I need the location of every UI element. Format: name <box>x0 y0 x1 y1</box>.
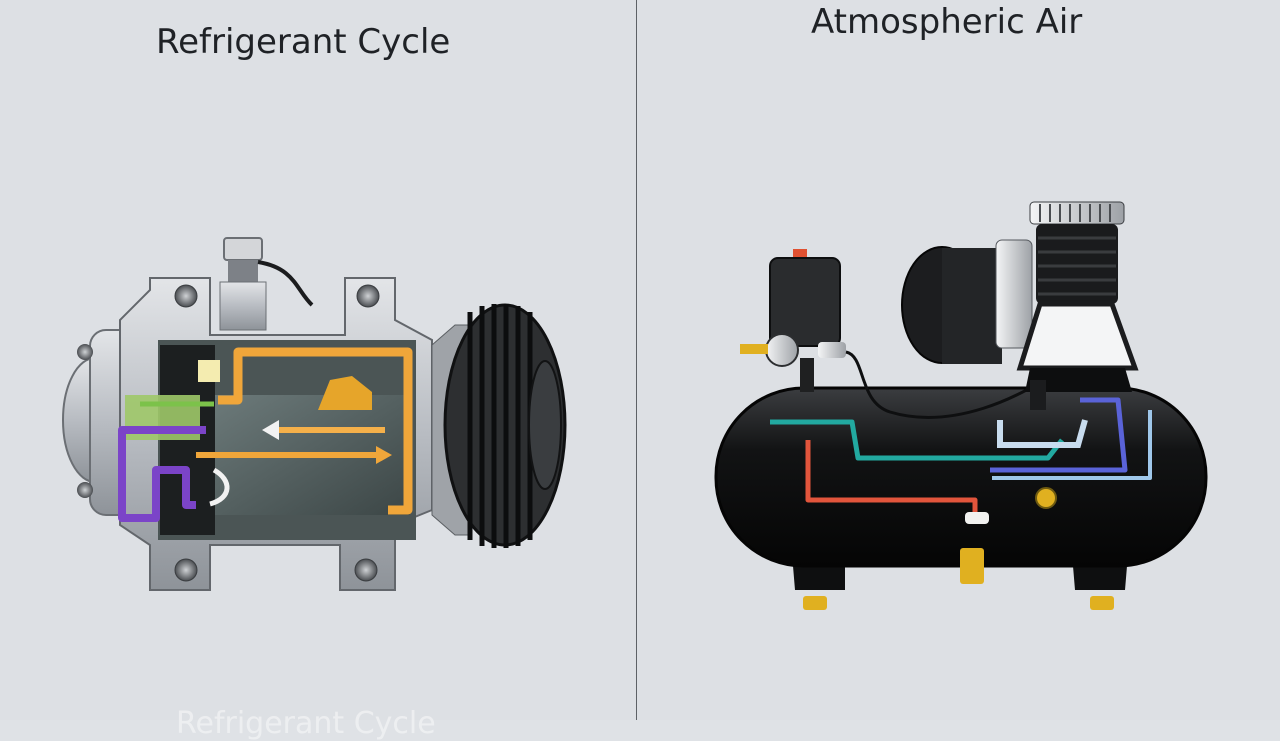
reed-valve <box>198 360 220 382</box>
valve-cap <box>223 237 263 261</box>
drain-valve <box>1035 487 1057 509</box>
foot-left <box>803 596 827 610</box>
switch-stem <box>800 358 814 392</box>
check-valve <box>1074 352 1086 364</box>
motor-cover <box>995 239 1033 349</box>
pulley-grooves <box>467 304 533 548</box>
mount-bolt-1 <box>174 284 198 308</box>
valve-spring <box>209 467 230 507</box>
mount-bolt-4 <box>354 558 378 582</box>
refrigerant-cycle-title: Refrigerant Cycle <box>156 22 451 62</box>
air-flow-red <box>805 440 978 520</box>
air-flow-teal <box>770 419 1064 461</box>
pulley-face <box>528 360 562 490</box>
discharge-flow-path <box>218 347 413 515</box>
foot-right <box>1090 596 1114 610</box>
rear-bolt-bottom <box>77 482 93 498</box>
swash-plate <box>318 376 372 410</box>
mount-bolt-3 <box>174 558 198 582</box>
ac-compressor-icon <box>62 237 567 591</box>
air-compressor-icon <box>714 201 1208 610</box>
suction-flow-path <box>118 426 206 522</box>
cylinder-fins <box>1036 224 1118 304</box>
valve-body <box>228 260 258 282</box>
pressure-switch <box>769 257 841 347</box>
sensor-wire <box>257 260 314 307</box>
rear-bolt-top <box>77 344 93 360</box>
pressure-gauge <box>765 333 799 367</box>
gauge-fitting <box>740 344 768 354</box>
air-flow-white <box>997 419 1088 448</box>
air-flow-lightblue <box>992 410 1152 480</box>
refrigerant-cycle-panel: Refrigerant Cycle <box>0 0 636 741</box>
outlet-fitting <box>818 342 846 358</box>
footer-ghost-text: Refrigerant Cycle <box>176 706 436 741</box>
bottom-drain <box>960 548 984 584</box>
motor-body <box>942 248 1002 364</box>
mount-bolt-2 <box>356 284 380 308</box>
valve-port <box>219 281 267 331</box>
panel-divider <box>636 0 637 720</box>
pump-crankcase <box>1016 301 1139 371</box>
discharge-tube <box>1030 380 1046 410</box>
atmospheric-air-panel: Atmospheric Air <box>637 0 1280 720</box>
pump-base <box>1025 368 1132 392</box>
fitting-plug <box>965 512 989 524</box>
air-flow-blue <box>990 397 1128 473</box>
air-hose <box>845 350 1066 419</box>
atmospheric-air-title: Atmospheric Air <box>811 2 1083 42</box>
